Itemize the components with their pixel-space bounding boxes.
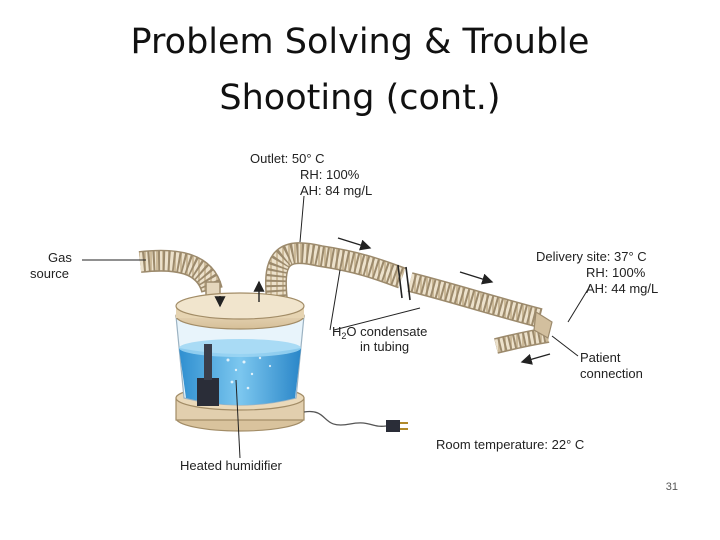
condensate-line-2: in tubing [360,339,409,354]
patient-line-1: Patient [580,350,621,365]
patient-line-2: connection [580,366,643,381]
gas-source-line-2: source [30,266,69,281]
condensate-leader [329,269,421,331]
gas-source-line-1: Gas [48,250,72,265]
delivery-tube [407,272,543,328]
humidifier-leader [235,379,241,459]
outlet-rh: RH: 100% [300,167,360,182]
flow-arrow-3 [520,353,551,365]
page-number: 31 [665,481,678,493]
condensate-line-1: H2O condensate [332,324,427,341]
outlet-ah: AH: 84 mg/L [300,183,372,198]
delivery-ah: AH: 44 mg/L [586,281,658,296]
outlet-title: Outlet: 50° C [250,151,325,166]
delivery-leader [567,285,591,323]
room-temperature-label: Room temperature: 22° C [436,437,584,452]
delivery-title: Delivery site: 37° C [536,249,647,264]
slide-title: Problem Solving & Trouble Shooting (cont… [60,14,660,126]
outlet-leader [299,195,305,243]
humidifier-label: Heated humidifier [180,458,283,473]
tube-break-mark [397,264,411,301]
power-cord [303,410,387,427]
power-plug [386,420,400,432]
patient-leader [551,335,579,357]
title-line-1: Problem Solving & Trouble [130,22,590,62]
patient-wye [533,310,553,339]
delivery-rh: RH: 100% [586,265,646,280]
flow-arrow-2 [459,271,494,285]
flow-arrow-1 [337,237,372,251]
water-bubbles [226,356,272,390]
heater-element [197,378,219,406]
title-line-2: Shooting (cont.) [219,78,501,118]
